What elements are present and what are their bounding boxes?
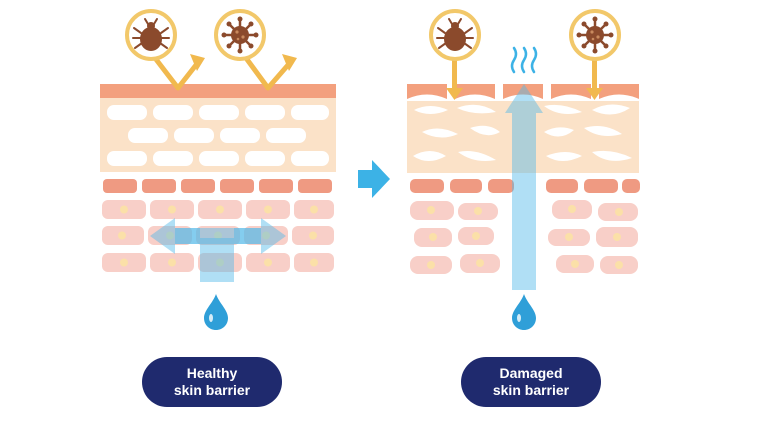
water-drop-shine <box>209 314 213 322</box>
healthy-label: Healthy skin barrier <box>142 357 282 407</box>
damaged-label-line1: Damaged <box>499 365 563 381</box>
healthy-label-line1: Healthy <box>186 365 238 381</box>
healthy-cells <box>102 200 334 272</box>
allergen-bounce-arrows <box>152 55 291 91</box>
dust-mite-icon <box>429 9 481 61</box>
virus-icon <box>569 9 621 61</box>
damaged-cells <box>410 200 638 274</box>
damaged-skin-panel <box>407 9 640 330</box>
water-loss-arrow <box>505 84 543 290</box>
healthy-skin-panel <box>100 9 336 330</box>
healthy-bricks <box>107 105 329 166</box>
heat-wave-icon <box>510 46 538 74</box>
virus-icon <box>214 9 266 61</box>
water-drop-icon <box>204 294 228 330</box>
dust-mite-icon <box>125 9 177 61</box>
water-drop-icon <box>512 294 536 330</box>
water-retention-arrow <box>150 218 286 282</box>
allergen-penetration-arrows <box>446 58 603 100</box>
healthy-label-line2: skin barrier <box>173 382 251 398</box>
damaged-label-line2: skin barrier <box>492 382 570 398</box>
damaged-basal-row <box>410 179 640 193</box>
healthy-basal-row <box>103 179 332 193</box>
healthy-surface-layer <box>100 84 336 98</box>
transition-arrow-icon <box>358 160 390 198</box>
damaged-bricks <box>413 104 632 161</box>
damaged-label: Damaged skin barrier <box>461 357 601 407</box>
damaged-surface-layer <box>407 84 639 99</box>
